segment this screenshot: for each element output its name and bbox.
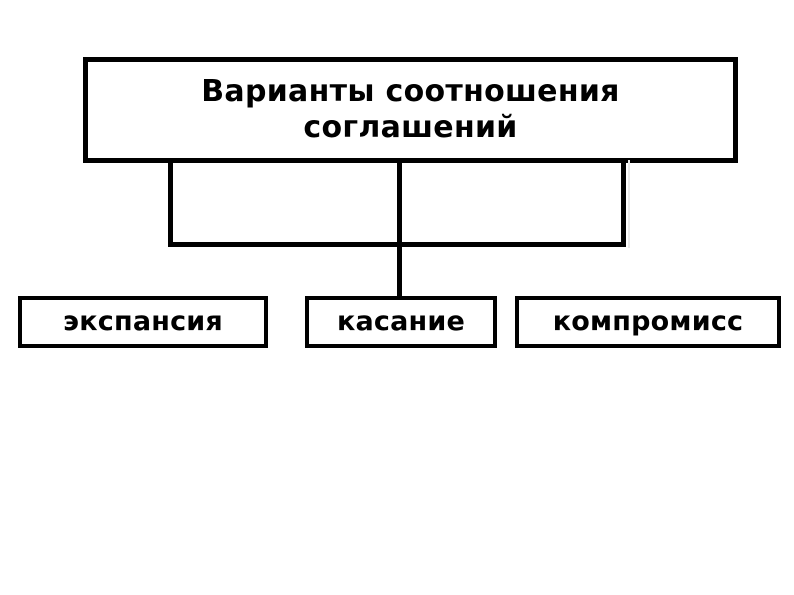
diagram-root-node[interactable]: Варианты соотношения соглашений xyxy=(83,57,738,163)
diagram-leaf-node-touch[interactable]: касание xyxy=(305,296,497,348)
connector-center-vertical xyxy=(397,160,402,297)
diagram-root-label: Варианты соотношения соглашений xyxy=(201,74,620,145)
diagram-leaf-label-expansion: экспансия xyxy=(63,306,223,338)
connector-left-vertical xyxy=(168,160,173,247)
connector-right-vertical xyxy=(621,160,626,247)
diagram-leaf-label-compromise: компромисс xyxy=(552,306,744,338)
diagram-leaf-node-expansion[interactable]: экспансия xyxy=(18,296,268,348)
connector-horizontal-bar xyxy=(168,242,626,247)
diagram-leaf-node-compromise[interactable]: компромисс xyxy=(515,296,781,348)
scan-artifact-line xyxy=(628,160,630,248)
diagram-leaf-label-touch: касание xyxy=(336,306,466,338)
